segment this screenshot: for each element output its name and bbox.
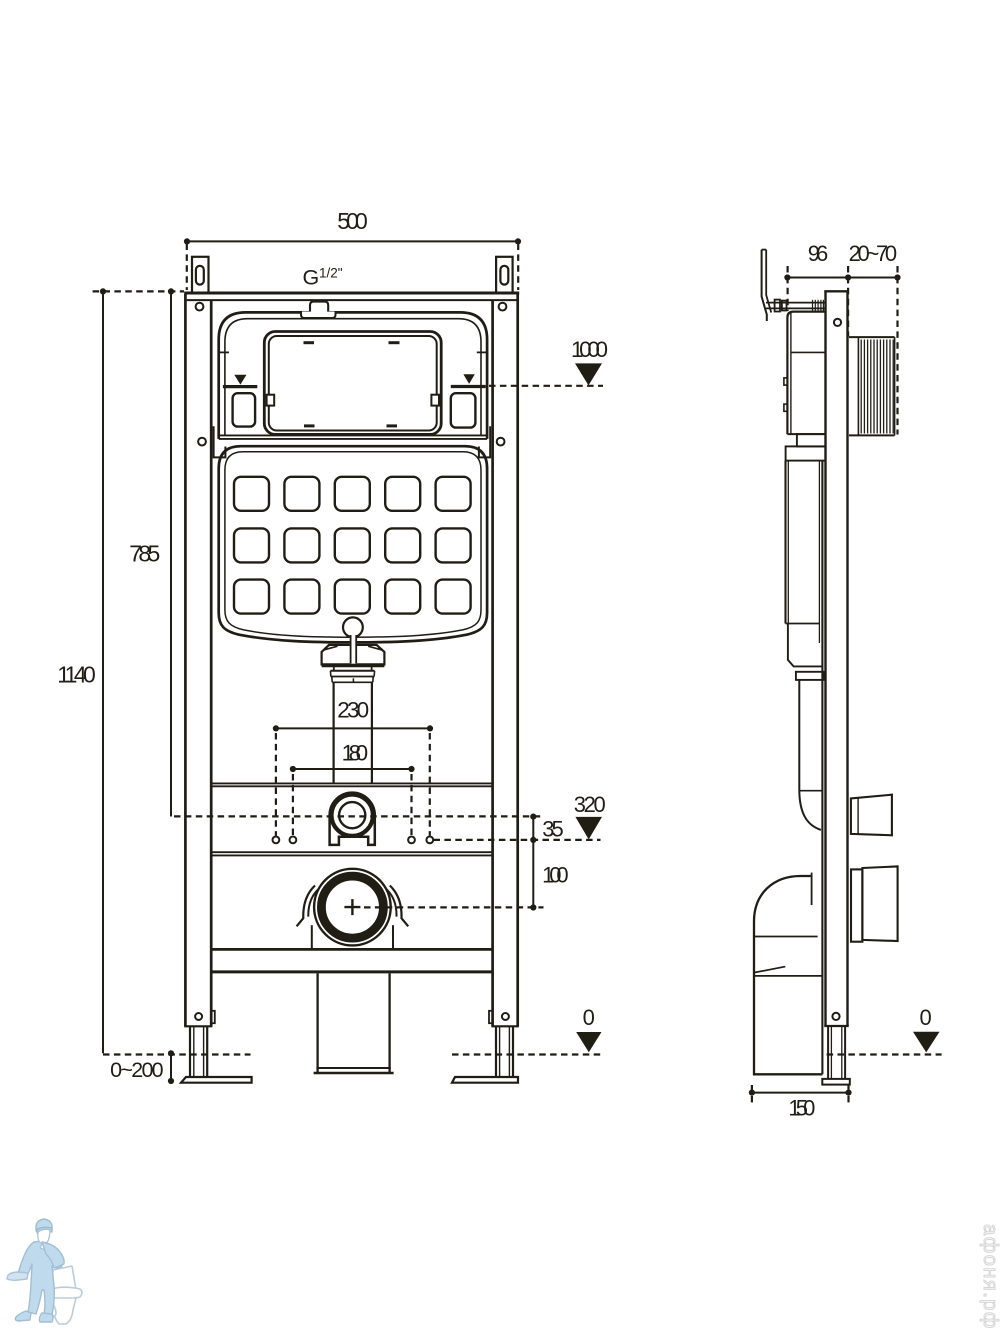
svg-text:20~70: 20~70 [849,241,898,266]
svg-text:1000: 1000 [571,337,608,362]
svg-text:100: 100 [542,863,569,888]
svg-text:0: 0 [919,1005,931,1030]
svg-text:G: G [303,266,320,290]
svg-text:1140: 1140 [57,662,96,688]
svg-text:96: 96 [808,241,829,266]
svg-text:785: 785 [129,541,160,567]
svg-text:афоня.рф: афоня.рф [979,1224,1000,1330]
svg-text:150: 150 [788,1096,815,1121]
svg-text:500: 500 [337,208,368,234]
svg-text:0~200: 0~200 [110,1058,164,1082]
svg-text:230: 230 [337,697,369,722]
svg-text:1/2": 1/2" [319,266,343,281]
svg-text:0: 0 [583,1005,595,1030]
svg-text:35: 35 [542,816,564,841]
svg-text:320: 320 [574,792,606,817]
svg-text:180: 180 [342,740,369,765]
